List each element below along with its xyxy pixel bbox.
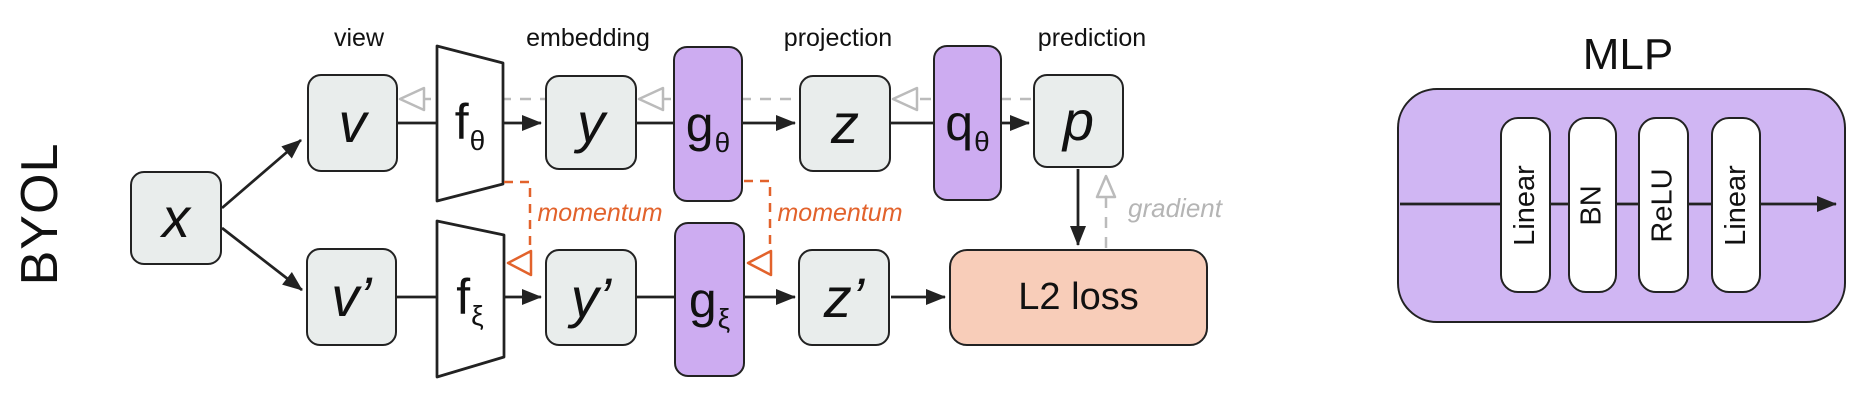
stage-label-projection: projection: [783, 24, 893, 52]
predictor-block: qθ: [933, 45, 1002, 201]
backprop-arrowhead-v-icon: [398, 86, 426, 112]
node-p-label: p: [1062, 89, 1095, 152]
mlp-layer-linear-2-label: Linear: [1719, 164, 1752, 246]
backprop-arrowhead-z-icon: [891, 86, 919, 112]
momentum-arrow-encoder: [504, 180, 532, 250]
node-v-prime: v’: [306, 248, 397, 346]
node-v-prime-label: v’: [331, 265, 372, 328]
predictor-base: q: [945, 95, 974, 151]
loss-box: L2 loss: [949, 249, 1208, 346]
node-z-label: z: [831, 91, 859, 155]
projector-online-base: g: [685, 96, 714, 152]
momentum-arrow-projector: [744, 179, 772, 250]
node-z: z: [799, 75, 891, 172]
node-x-label: x: [162, 186, 190, 249]
projector-online-block: gθ: [673, 46, 743, 202]
projector-online-label: gθ: [685, 96, 730, 157]
node-x: x: [130, 171, 222, 265]
encoder-f-target-base: f: [456, 269, 471, 325]
stage-label-embedding: embedding: [526, 24, 650, 52]
node-v-label: v: [338, 91, 367, 154]
projector-online-sub: θ: [714, 127, 731, 159]
mlp-layer-linear-1-label: Linear: [1509, 164, 1541, 246]
encoder-f-online-shape: [435, 44, 505, 203]
node-v: v: [307, 74, 398, 172]
arrow-x-to-v-prime: [221, 226, 303, 292]
mlp-layer-linear-1: Linear: [1500, 117, 1551, 293]
projector-target-block: gξ: [674, 222, 745, 377]
mlp-panel: [1397, 88, 1846, 323]
arrow-x-to-v: [221, 138, 302, 210]
loss-label: L2 loss: [1018, 276, 1139, 318]
mlp-layer-bn: BN: [1568, 117, 1617, 293]
encoder-f-target-shape: [435, 219, 506, 379]
encoder-f-online-label: fθ: [454, 94, 485, 155]
predictor-label: qθ: [945, 95, 989, 156]
predictor-sub: θ: [974, 126, 990, 158]
momentum-arrowhead-projector-icon: [746, 249, 773, 277]
node-y: y: [545, 75, 637, 170]
encoder-f-target-label: fξ: [456, 269, 483, 330]
mlp-layer-relu-label: ReLU: [1647, 167, 1679, 243]
backprop-arrowhead-y-icon: [637, 86, 665, 112]
mlp-layer-relu: ReLU: [1638, 117, 1689, 293]
stage-label-view: view: [333, 24, 385, 52]
gradient-label: gradient: [1128, 193, 1222, 223]
encoder-f-online-base: f: [454, 94, 469, 150]
node-y-prime-label: y’: [570, 265, 612, 329]
mlp-title: MLP: [1582, 30, 1674, 79]
encoder-f-target-sub: ξ: [471, 300, 484, 332]
encoder-f-online-sub: θ: [469, 125, 486, 157]
node-y-label: y: [577, 90, 605, 154]
momentum-label-projector: momentum: [777, 199, 903, 227]
stage-label-prediction: prediction: [1037, 24, 1147, 52]
node-z-prime-label: z’: [823, 265, 865, 329]
projector-target-label: gξ: [688, 271, 730, 333]
mlp-layer-bn-label: BN: [1575, 184, 1608, 226]
node-y-prime: y’: [545, 249, 637, 346]
node-z-prime: z’: [798, 249, 890, 346]
gradient-arrowhead-icon: [1095, 174, 1117, 199]
projector-target-base: g: [688, 271, 717, 328]
mlp-layer-linear-2: Linear: [1711, 117, 1761, 293]
projector-target-sub: ξ: [717, 302, 731, 334]
momentum-arrowhead-encoder-icon: [506, 249, 533, 277]
node-p: p: [1033, 74, 1124, 168]
momentum-label-encoder: momentum: [537, 199, 663, 227]
byol-title: BYOL: [11, 142, 69, 286]
